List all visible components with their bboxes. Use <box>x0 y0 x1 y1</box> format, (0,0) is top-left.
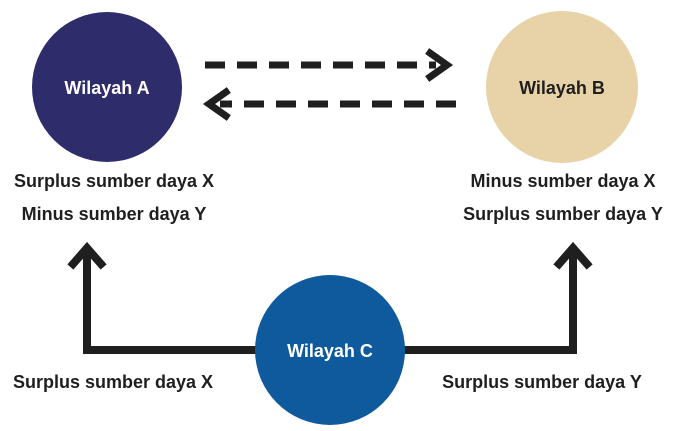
region-a-circle <box>32 12 182 162</box>
region-a-label: Wilayah A <box>64 78 149 98</box>
region-b-label: Wilayah B <box>519 78 605 98</box>
solid-arrow-c-to-b <box>402 241 593 354</box>
region-c-right-label: Surplus sumber daya Y <box>442 372 642 392</box>
region-a-resource-line1: Surplus sumber daya X <box>14 171 214 191</box>
region-a-resource-line2: Minus sumber daya Y <box>22 204 207 224</box>
region-b-circle <box>486 11 638 163</box>
region-c-left-label: Surplus sumber daya X <box>13 372 213 392</box>
solid-arrow-c-to-a <box>67 241 258 354</box>
dashed-arrow-a-to-b <box>205 48 454 82</box>
region-b-resource-line2: Surplus sumber daya Y <box>463 204 663 224</box>
region-c-circle <box>255 275 405 425</box>
dashed-arrow-b-to-a <box>202 87 456 121</box>
region-c-label: Wilayah C <box>287 341 373 361</box>
region-b-resource-line1: Minus sumber daya X <box>470 171 655 191</box>
